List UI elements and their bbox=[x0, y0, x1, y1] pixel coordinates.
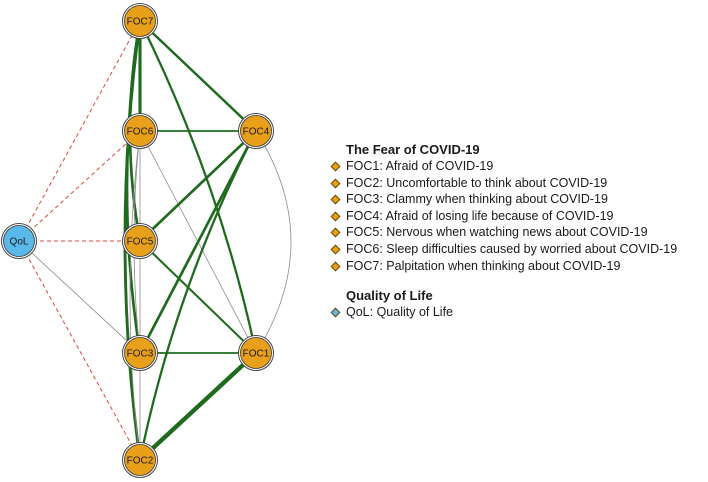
node-label: FOC3 bbox=[127, 349, 154, 360]
edge-foc1-foc2 bbox=[138, 351, 258, 462]
legend-item-label: FOC4: Afraid of losing life because of C… bbox=[346, 208, 614, 223]
node-foc3[interactable]: FOC3 bbox=[122, 335, 158, 371]
node-label: FOC5 bbox=[127, 237, 154, 248]
node-foc1[interactable]: FOC1 bbox=[238, 335, 274, 371]
edge-foc4-foc1 bbox=[255, 130, 292, 354]
legend-item: QoL: Quality of Life bbox=[328, 304, 706, 321]
legend-item: FOC1: Afraid of COVID-19 bbox=[328, 158, 706, 175]
legend-diamond-icon bbox=[330, 244, 341, 255]
legend-diamond-icon bbox=[330, 161, 341, 172]
legend-diamond-icon bbox=[330, 178, 341, 189]
legend-diamond-icon bbox=[330, 261, 341, 272]
legend-item-label: FOC5: Nervous when watching news about C… bbox=[346, 225, 648, 240]
edge-foc4-foc5 bbox=[139, 130, 257, 242]
node-circle bbox=[124, 5, 156, 37]
node-circle bbox=[240, 337, 272, 369]
legend-item-label: FOC7: Palpitation when thinking about CO… bbox=[346, 258, 621, 273]
node-label: QoL bbox=[10, 237, 29, 248]
edge-qol-foc3 bbox=[18, 240, 141, 354]
edge-foc6-foc2 bbox=[129, 130, 141, 461]
legend-group-title: The Fear of COVID-19 bbox=[346, 142, 480, 157]
legend-item: FOC3: Clammy when thinking about COVID-1… bbox=[328, 191, 706, 208]
node-foc2[interactable]: FOC2 bbox=[122, 442, 158, 478]
legend-item-label: FOC6: Sleep difficulties caused by worri… bbox=[346, 241, 678, 256]
node-qol[interactable]: QoL bbox=[1, 223, 37, 259]
node-circle bbox=[124, 337, 156, 369]
legend-item-label: FOC3: Clammy when thinking about COVID-1… bbox=[346, 192, 608, 207]
legend-item: FOC7: Palpitation when thinking about CO… bbox=[328, 258, 706, 275]
node-circle bbox=[124, 444, 156, 476]
legend-group-gap bbox=[328, 274, 706, 288]
node-circle bbox=[124, 225, 156, 257]
legend-item: FOC4: Afraid of losing life because of C… bbox=[328, 208, 706, 225]
node-label: FOC2 bbox=[127, 456, 154, 467]
node-foc5[interactable]: FOC5 bbox=[122, 223, 158, 259]
node-foc6[interactable]: FOC6 bbox=[122, 113, 158, 149]
node-circle bbox=[240, 115, 272, 147]
legend-diamond-icon bbox=[330, 194, 341, 205]
edge-qol-foc6 bbox=[18, 130, 141, 242]
legend-item-label: FOC1: Afraid of COVID-19 bbox=[346, 159, 494, 173]
edge-qol-foc7 bbox=[18, 20, 141, 242]
edge-foc5-foc1 bbox=[139, 240, 257, 354]
legend-item: FOC6: Sleep difficulties caused by worri… bbox=[328, 241, 706, 258]
edge-foc7-foc4 bbox=[139, 20, 257, 132]
legend-diamond-icon bbox=[330, 211, 341, 222]
edge-qol-foc2 bbox=[18, 240, 141, 461]
legend-group-title: Quality of Life bbox=[346, 288, 433, 304]
node-label: FOC4 bbox=[243, 127, 270, 138]
node-label: FOC1 bbox=[243, 349, 270, 360]
legend-item-label: QoL: Quality of Life bbox=[346, 305, 454, 320]
edge-foc4-foc2 bbox=[138, 130, 258, 461]
legend-diamond-icon bbox=[330, 307, 341, 318]
edge-foc7-foc1 bbox=[138, 20, 258, 354]
node-circle bbox=[3, 225, 35, 257]
node-foc7[interactable]: FOC7 bbox=[122, 3, 158, 39]
node-foc4[interactable]: FOC4 bbox=[238, 113, 274, 149]
node-label: FOC7 bbox=[127, 17, 154, 28]
node-circle bbox=[124, 115, 156, 147]
legend-diamond-icon bbox=[330, 227, 341, 238]
node-label: FOC6 bbox=[127, 127, 154, 138]
legend-item: FOC5: Nervous when watching news about C… bbox=[328, 224, 706, 241]
legend-item: FOC2: Uncomfortable to think about COVID… bbox=[328, 175, 706, 192]
legend-item-label: FOC2: Uncomfortable to think about COVID… bbox=[346, 175, 608, 190]
